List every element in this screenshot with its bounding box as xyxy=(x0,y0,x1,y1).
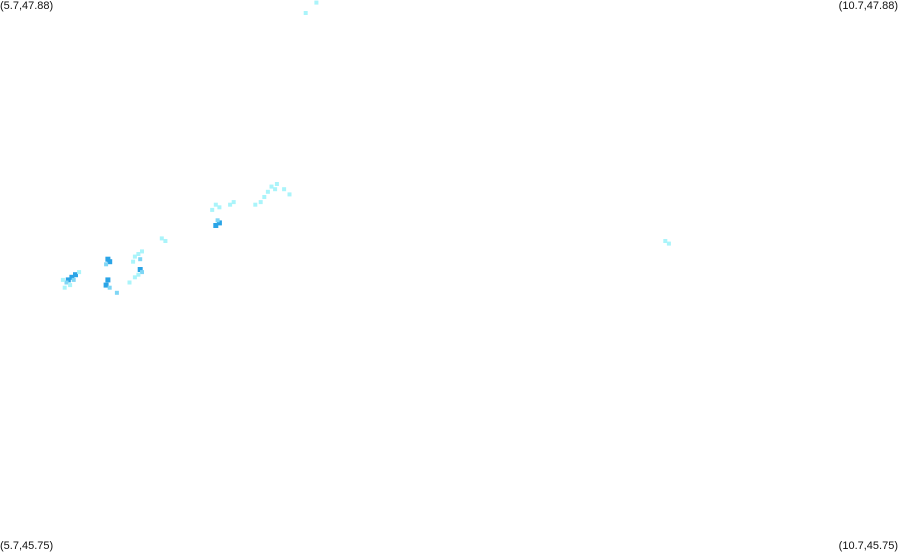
map-point-17 xyxy=(213,223,219,228)
map-point-32 xyxy=(132,275,137,280)
map-point-38 xyxy=(64,280,69,285)
map-point-36 xyxy=(65,277,71,283)
map-point-9 xyxy=(258,200,263,205)
map-point-2 xyxy=(273,187,278,192)
map-point-30 xyxy=(140,270,144,275)
map-point-42 xyxy=(62,285,67,290)
map-point-14 xyxy=(213,202,218,207)
map-point-25 xyxy=(131,259,136,264)
map-point-16 xyxy=(216,220,222,226)
corner-label-bottom-right: (10.7,45.75) xyxy=(838,540,898,552)
map-point-35 xyxy=(69,274,75,280)
map-point-45 xyxy=(107,285,112,290)
map-point-40 xyxy=(77,270,82,275)
corner-label-top-left: (5.7,47.88) xyxy=(0,0,54,12)
map-point-24 xyxy=(138,257,143,262)
map-point-48 xyxy=(666,241,671,246)
map-point-1 xyxy=(314,0,319,5)
data-points-layer xyxy=(60,0,671,295)
map-point-31 xyxy=(136,272,141,277)
map-point-20 xyxy=(163,239,168,243)
map-point-43 xyxy=(105,277,111,283)
map-point-12 xyxy=(228,202,233,207)
map-point-3 xyxy=(269,184,274,189)
map-point-0 xyxy=(303,11,308,15)
map-point-8 xyxy=(262,195,267,199)
map-point-22 xyxy=(140,249,144,254)
map-point-39 xyxy=(60,277,65,282)
map-point-33 xyxy=(127,280,132,285)
map-point-46 xyxy=(114,290,119,295)
map-point-27 xyxy=(107,259,113,265)
map-point-7 xyxy=(287,192,292,197)
map-point-47 xyxy=(663,239,668,243)
map-point-11 xyxy=(231,200,236,205)
map-point-21 xyxy=(136,252,141,256)
map-point-23 xyxy=(132,254,137,259)
map-point-29 xyxy=(137,267,143,272)
map-point-13 xyxy=(217,205,222,210)
map-point-10 xyxy=(253,202,258,207)
map-point-28 xyxy=(104,262,109,267)
map-point-18 xyxy=(215,218,220,223)
map-point-6 xyxy=(282,187,287,192)
map-point-19 xyxy=(159,236,164,241)
map-point-44 xyxy=(103,282,109,288)
map-point-37 xyxy=(71,277,76,282)
map-point-5 xyxy=(274,182,279,186)
map-point-41 xyxy=(68,283,73,288)
map-point-15 xyxy=(210,207,215,212)
corner-label-top-right: (10.7,47.88) xyxy=(838,0,898,12)
map-point-34 xyxy=(73,272,78,278)
map-point-4 xyxy=(265,189,270,194)
corner-label-bottom-left: (5.7,45.75) xyxy=(0,540,54,552)
